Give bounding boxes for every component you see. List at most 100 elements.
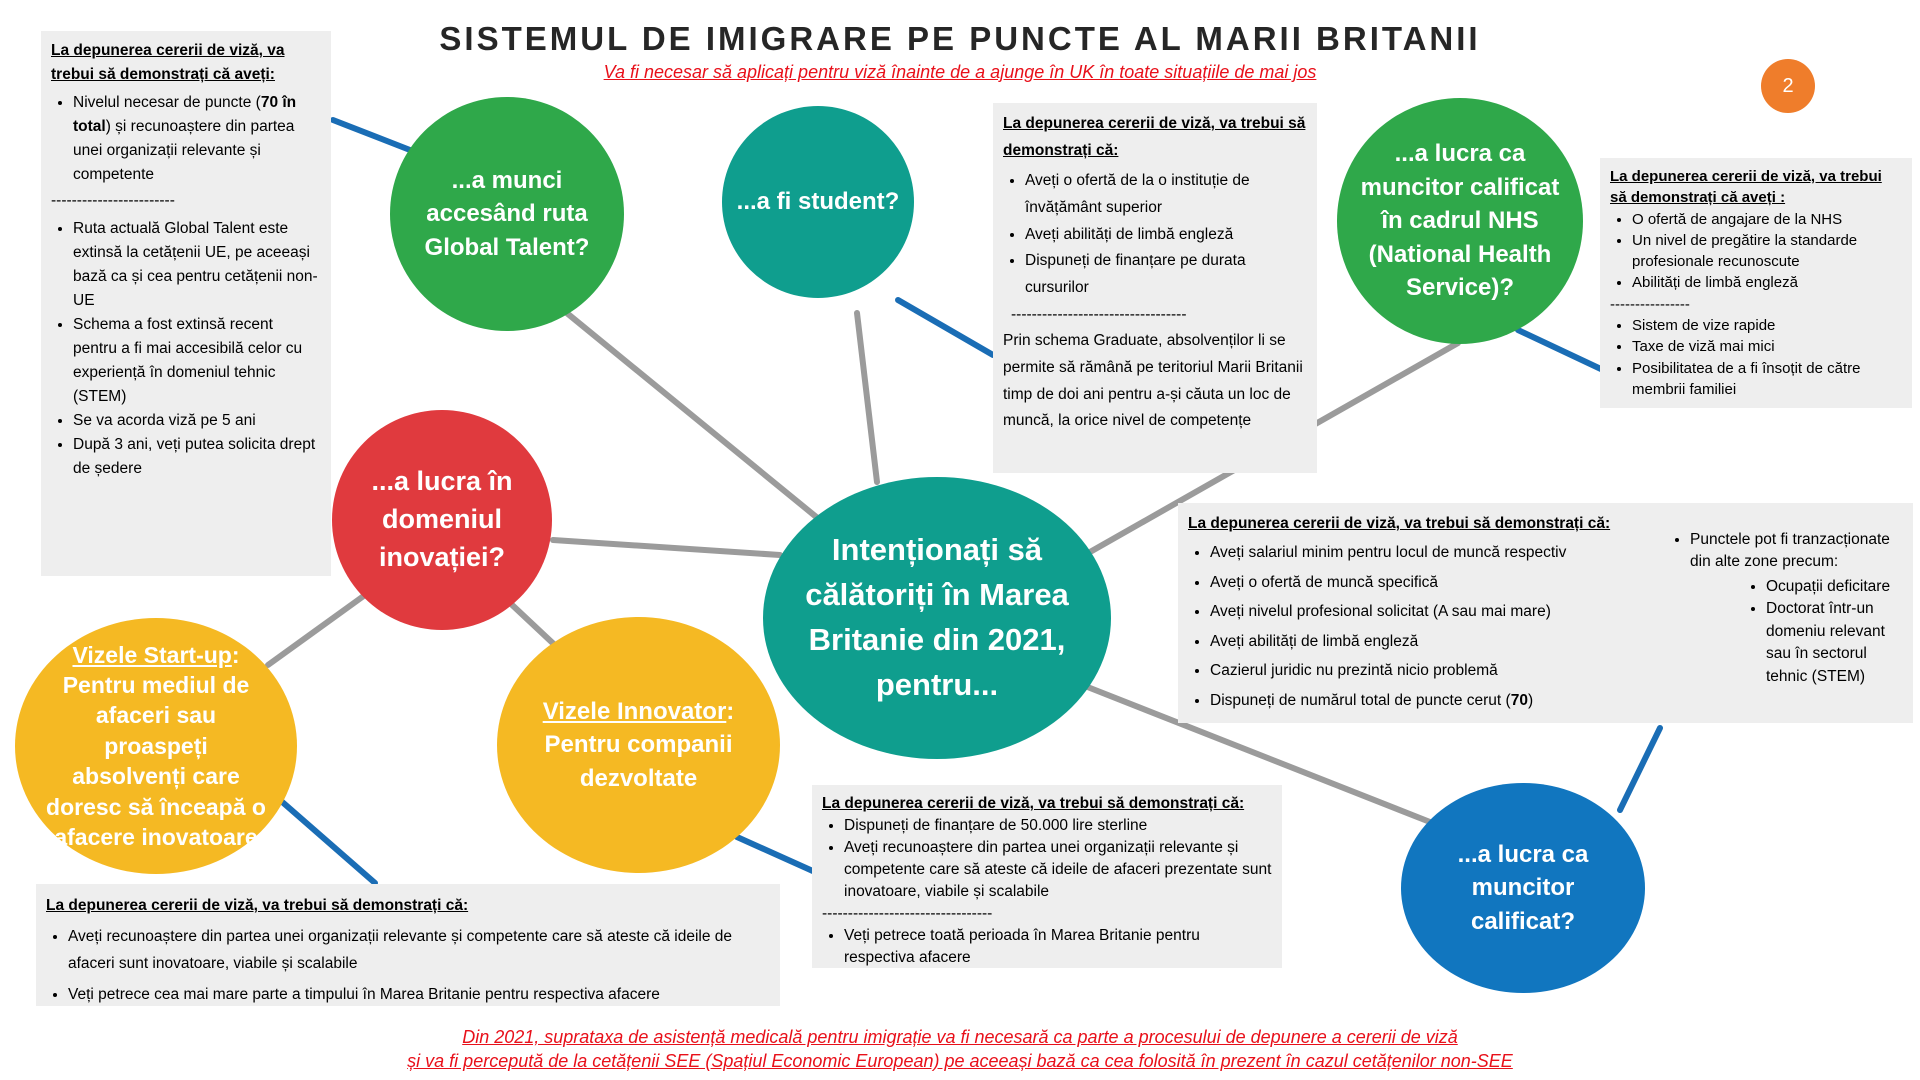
list-item: Ruta actuală Global Talent este extinsă … [73, 217, 321, 313]
box-list: Nivelul necesar de puncte (70 în total) … [51, 91, 321, 187]
connector-skilled [1082, 683, 1433, 825]
student-label: ...a fi student? [736, 188, 900, 215]
box-heading: La depunerea cererii de viză, va trebui … [1188, 515, 1611, 532]
list-item: Doctorat într-un domeniu relevant sau în… [1766, 598, 1904, 688]
innovator-title: Vizele Innovator [542, 698, 727, 726]
student-circle: ...a fi student? [722, 106, 914, 298]
box-list: Veți petrece toată perioada în Marea Bri… [822, 925, 1272, 969]
list-item: Aveți recunoaștere din partea unei organ… [68, 923, 770, 977]
box-heading: La depunerea cererii de viză, va trebui … [51, 42, 285, 84]
footer-line-2: și va fi percepută de la cetățenii SEE (… [407, 1051, 1513, 1071]
connector-startup [265, 592, 368, 668]
box-list: Aveți salariul minim pentru locul de mun… [1188, 538, 1658, 715]
list-item: Abilități de limbă engleză [1632, 272, 1902, 293]
box-separator: ---------------- [1610, 295, 1690, 313]
innovator-title-colon: : [726, 698, 735, 726]
list-item: Cazierul juridic nu prezintă nicio probl… [1210, 656, 1658, 685]
connector-global-talent [554, 302, 823, 523]
list-item: Aveți nivelul profesional solicitat (A s… [1210, 597, 1658, 626]
innovation-circle: ...a lucra în domeniul inovației? [332, 410, 552, 630]
list-item: Schema a fost extinsă recent pentru a fi… [73, 313, 321, 409]
box-heading: La depunerea cererii de viză, va trebui … [46, 897, 469, 914]
pointer-global-talent [330, 117, 413, 153]
page-number: 2 [1782, 74, 1794, 97]
innovator-info-box: La depunerea cererii de viză, va trebui … [812, 785, 1282, 968]
box-list: Ruta actuală Global Talent este extinsă … [51, 217, 321, 481]
pointer-nhs [1515, 327, 1606, 373]
box-sublist: Ocupații deficitare Doctorat într-un dom… [1668, 576, 1904, 688]
global-talent-info-box: La depunerea cererii de viză, va trebui … [41, 31, 331, 576]
list-item: Dispuneți de finanțare de 50.000 lire st… [844, 815, 1272, 837]
list-item: Aveți recunoaștere din partea unei organ… [844, 837, 1272, 903]
startup-title-colon: : [231, 641, 240, 668]
list-item: Punctele pot fi tranzacționate din alte … [1690, 529, 1904, 574]
box-heading: La depunerea cererii de viză, va trebui … [1610, 168, 1882, 207]
startup-info-box: La depunerea cererii de viză, va trebui … [36, 884, 780, 1006]
box-list: Aveți o ofertă de la o instituție de înv… [1003, 168, 1307, 301]
box-separator: ---------------------------------- [1011, 305, 1187, 323]
list-item: Un nivel de pregătire la standarde profe… [1632, 230, 1902, 273]
list-item: Aveți abilități de limbă engleză [1025, 222, 1307, 249]
nhs-info-box: La depunerea cererii de viză, va trebui … [1600, 158, 1912, 408]
innovator-label: Vizele Innovator: Pentru companii dezvol… [527, 695, 750, 794]
connector-innovator [507, 600, 561, 651]
global-talent-label: ...a munci accesând ruta Global Talent? [424, 166, 590, 261]
item-text: Nivelul necesar de puncte ( [73, 94, 261, 112]
nhs-circle: ...a lucra ca muncitor calificat în cadr… [1337, 98, 1583, 344]
skilled-worker-circle: ...a lucra ca muncitor calificat? [1401, 783, 1645, 993]
startup-title: Vizele Start-up [72, 641, 232, 668]
box-list: O ofertă de angajare de la NHS Un nivel … [1610, 209, 1902, 294]
pointer-innovator [734, 834, 818, 875]
skilled-main-column: La depunerea cererii de viză, va trebui … [1188, 509, 1658, 715]
list-item: Ocupații deficitare [1766, 576, 1904, 598]
list-item: Dispuneți de finanțare pe durata cursuri… [1025, 248, 1307, 301]
blue-pointers [277, 117, 1663, 886]
list-item: Sistem de vize rapide [1632, 315, 1902, 336]
connector-student [854, 310, 880, 485]
page-number-badge: 2 [1761, 59, 1815, 113]
list-item: Taxe de viză mai mici [1632, 336, 1902, 357]
startup-circle: Vizele Start-up: Pentru mediul de afacer… [15, 618, 297, 874]
global-talent-circle: ...a munci accesând ruta Global Talent? [390, 97, 624, 331]
footer-line-1: Din 2021, suprataxa de asistență medical… [462, 1027, 1458, 1047]
list-item: După 3 ani, veți putea solicita drept de… [73, 433, 321, 481]
pointer-startup [277, 797, 378, 886]
connector-innovation [550, 537, 783, 558]
skilled-worker-info-box: La depunerea cererii de viză, va trebui … [1178, 503, 1913, 723]
box-separator: --------------------------------- [822, 905, 993, 922]
innovator-circle: Vizele Innovator: Pentru companii dezvol… [497, 617, 780, 873]
list-item: Dispuneți de numărul total de puncte cer… [1210, 686, 1658, 715]
box-heading: La depunerea cererii de viză, va trebui … [1003, 115, 1306, 159]
list-item: Aveți salariul minim pentru locul de mun… [1210, 538, 1658, 567]
nhs-label: ...a lucra ca muncitor calificat în cadr… [1360, 140, 1560, 302]
box-list: Dispuneți de finanțare de 50.000 lire st… [822, 815, 1272, 903]
skilled-side-column: Punctele pot fi tranzacționate din alte … [1668, 529, 1904, 688]
item-text: Dispuneți de numărul total de puncte cer… [1210, 691, 1511, 709]
graduate-note: Prin schema Graduate, absolvenților li s… [1003, 332, 1303, 430]
item-bold-text: 70 [1510, 691, 1528, 709]
item-bold-text: 70 în total [73, 94, 297, 136]
list-item: Aveți abilități de limbă engleză [1210, 627, 1658, 656]
list-item: Posibilitatea de a fi însoțit de către m… [1632, 358, 1902, 401]
box-list: Sistem de vize rapide Taxe de viză mai m… [1610, 315, 1902, 400]
list-item: Aveți o ofertă de la o instituție de înv… [1025, 168, 1307, 221]
page-subtitle: Va fi necesar să aplicați pentru viză în… [603, 62, 1317, 82]
list-item: O ofertă de angajare de la NHS [1632, 209, 1902, 230]
skilled-worker-label: ...a lucra ca muncitor calificat? [1457, 840, 1589, 935]
box-heading: La depunerea cererii de viză, va trebui … [822, 795, 1245, 812]
page-title: SISTEMUL DE IMIGRARE PE PUNCTE AL MARII … [439, 20, 1481, 57]
item-text: ) [1527, 691, 1534, 709]
innovator-body: Pentru companii dezvoltate [544, 731, 733, 792]
center-label: Intenționați să călătoriți în Marea Brit… [805, 532, 1069, 702]
list-item: Veți petrece toată perioada în Marea Bri… [844, 925, 1272, 969]
startup-label: Vizele Start-up: Pentru mediul de afacer… [45, 640, 267, 853]
student-info-box: La depunerea cererii de viză, va trebui … [993, 103, 1317, 473]
list-item: Se va acorda viză pe 5 ani [73, 409, 321, 433]
list-item: Nivelul necesar de puncte (70 în total) … [73, 91, 321, 187]
list-item: Veți petrece cea mai mare parte a timpul… [68, 981, 770, 1008]
center-circle: Intenționați să călătoriți în Marea Brit… [763, 477, 1111, 759]
innovation-label: ...a lucra în domeniul inovației? [371, 466, 513, 572]
pointer-student [895, 297, 996, 358]
box-list: Punctele pot fi tranzacționate din alte … [1668, 529, 1904, 574]
startup-body: Pentru mediul de afaceri sau proaspeți a… [46, 672, 266, 850]
